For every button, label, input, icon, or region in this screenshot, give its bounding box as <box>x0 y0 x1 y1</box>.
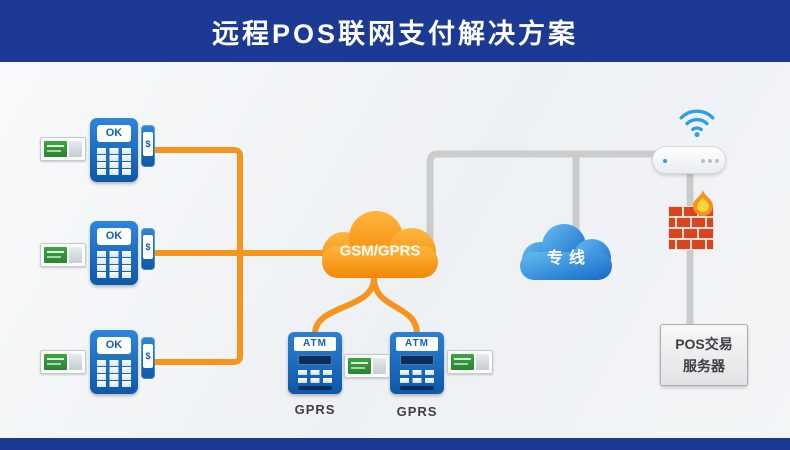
pos-terminal-3: OK $ <box>90 330 156 396</box>
module-shield <box>373 358 386 374</box>
router-led <box>715 159 719 163</box>
router-led <box>708 159 712 163</box>
atm-machine-2: ATM <box>390 332 444 394</box>
card-reader: $ <box>141 125 155 167</box>
orange-link-cloud-to-atm2 <box>371 275 420 337</box>
pos-device: OK <box>90 221 138 285</box>
pos-terminal-1: OK $ <box>90 118 156 184</box>
atm-caption-1: GPRS <box>294 402 336 417</box>
atm-machine-1: ATM <box>288 332 342 394</box>
bank-card: $ <box>143 132 153 156</box>
dedicated-cloud-label: 专线 <box>546 250 591 268</box>
atm-keypad <box>400 370 434 383</box>
atm-cash-slot <box>400 386 434 390</box>
gsm-module-atm-2 <box>447 350 493 374</box>
router-led <box>663 159 667 163</box>
module-pcb <box>44 354 67 370</box>
title-banner: 远程POS联网支付解决方案 <box>0 0 790 62</box>
module-shield <box>69 141 82 157</box>
module-pcb <box>44 141 67 157</box>
pos-screen: OK <box>97 228 131 245</box>
cloud-shape <box>322 211 438 278</box>
atm-label: ATM <box>294 337 336 351</box>
module-pcb <box>451 354 474 370</box>
atm-keypad <box>298 370 332 383</box>
orange-link-pos1 <box>149 147 243 256</box>
gsm-module-3 <box>40 350 86 374</box>
pos-device: OK <box>90 330 138 394</box>
bank-card: $ <box>143 344 153 368</box>
gsm-module-1 <box>40 137 86 161</box>
module-shield <box>476 354 489 370</box>
pos-screen: OK <box>97 337 131 354</box>
gray-link-gsm-to-backbone <box>426 150 694 244</box>
module-shield <box>69 354 82 370</box>
atm-screen <box>298 355 332 365</box>
pos-keypad <box>97 148 131 175</box>
firewall-icon <box>668 190 714 250</box>
bank-card: $ <box>143 235 153 259</box>
gsm-cloud-label: GSM/GPRS <box>339 242 421 260</box>
pos-keypad <box>97 360 131 387</box>
pos-server: POS交易 服务器 <box>660 324 748 386</box>
atm-screen <box>400 355 434 365</box>
bottom-bar <box>0 438 790 450</box>
card-reader: $ <box>141 228 155 270</box>
wifi-icon <box>679 109 715 138</box>
atm-label: ATM <box>396 337 438 351</box>
atm-cash-slot <box>298 386 332 390</box>
page-title: 远程POS联网支付解决方案 <box>211 18 579 49</box>
server-label-line1: POS交易 <box>675 336 733 352</box>
card-reader: $ <box>141 337 155 379</box>
pos-keypad <box>97 251 131 278</box>
server-label-line2: 服务器 <box>683 358 725 374</box>
pos-screen: OK <box>97 125 131 142</box>
gsm-module-atm-1 <box>344 354 390 378</box>
module-pcb <box>44 247 67 263</box>
dedicated-line-cloud: 专线 <box>514 218 618 286</box>
cloud-shape <box>520 224 612 280</box>
module-pcb <box>348 358 371 374</box>
router <box>652 146 726 174</box>
pos-terminal-2: OK $ <box>90 221 156 287</box>
module-shield <box>69 247 82 263</box>
gsm-gprs-cloud: GSM/GPRS <box>314 208 446 284</box>
atm-caption-2: GPRS <box>396 404 438 419</box>
router-led <box>701 159 705 163</box>
orange-link-cloud-to-atm1 <box>312 275 377 337</box>
pos-device: OK <box>90 118 138 182</box>
gsm-module-2 <box>40 243 86 267</box>
orange-link-pos3 <box>149 250 243 365</box>
